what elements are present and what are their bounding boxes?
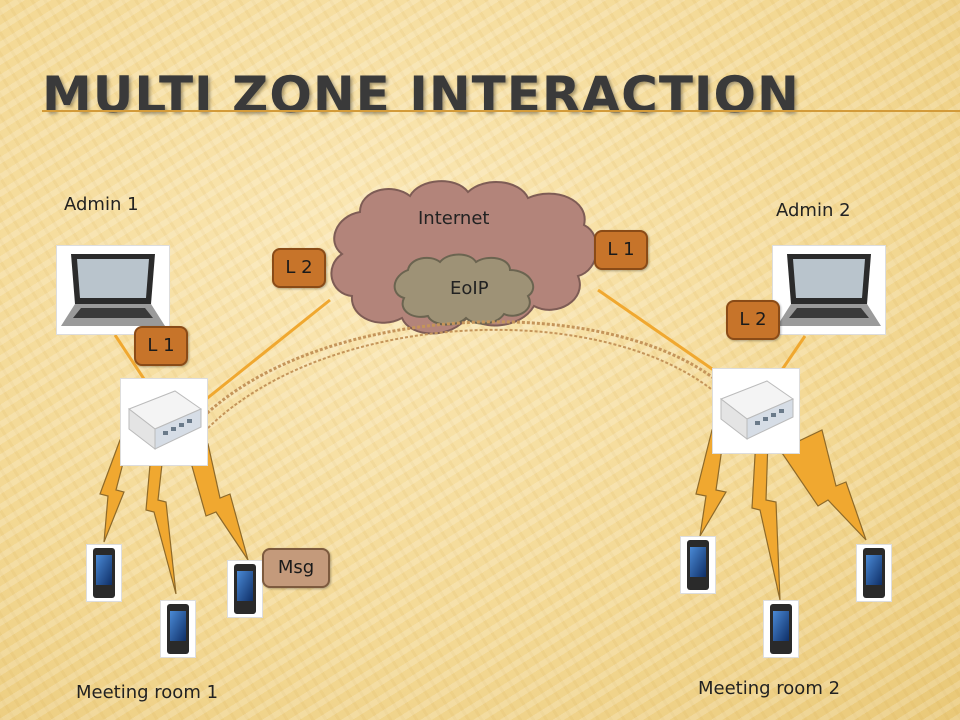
link-admin1 bbox=[113, 334, 148, 383]
smartphone-icon[interactable] bbox=[227, 560, 263, 618]
tag-msg: Msg bbox=[262, 548, 330, 588]
laptop-admin1-icon[interactable] bbox=[56, 245, 170, 335]
meeting-room-2-label: Meeting room 2 bbox=[698, 678, 841, 699]
smartphone-icon[interactable] bbox=[680, 536, 716, 594]
title-underline bbox=[42, 110, 960, 112]
eoip-label: EoIP bbox=[450, 278, 489, 299]
smartphone-icon[interactable] bbox=[856, 544, 892, 602]
meeting-room-1-label: Meeting room 1 bbox=[76, 682, 219, 703]
laptop-admin2-icon[interactable] bbox=[772, 245, 886, 335]
lightning-icon bbox=[751, 437, 781, 601]
smartphone-icon[interactable] bbox=[763, 600, 799, 658]
eoip-cloud-icon bbox=[393, 253, 535, 326]
tag-right-l1: L 1 bbox=[594, 230, 648, 270]
lightning-icon bbox=[187, 443, 249, 561]
tag-right-l2: L 2 bbox=[726, 300, 780, 340]
admin2-label: Admin 2 bbox=[776, 200, 851, 221]
admin1-label: Admin 1 bbox=[64, 194, 139, 215]
router-zone2-icon[interactable] bbox=[712, 368, 800, 454]
smartphone-icon[interactable] bbox=[86, 544, 122, 602]
link-right-l1 bbox=[597, 288, 729, 382]
internet-label: Internet bbox=[418, 208, 490, 229]
tag-left-l1: L 1 bbox=[134, 326, 188, 366]
router-zone1-icon[interactable] bbox=[120, 378, 208, 466]
wireless-links bbox=[99, 429, 867, 601]
tag-left-l2: L 2 bbox=[272, 248, 326, 288]
smartphone-icon[interactable] bbox=[160, 600, 196, 658]
eoip-tunnel-left bbox=[198, 320, 730, 422]
link-left-l2 bbox=[204, 298, 331, 402]
lightning-icon bbox=[779, 429, 867, 541]
eoip-tunnel-right bbox=[207, 328, 723, 429]
